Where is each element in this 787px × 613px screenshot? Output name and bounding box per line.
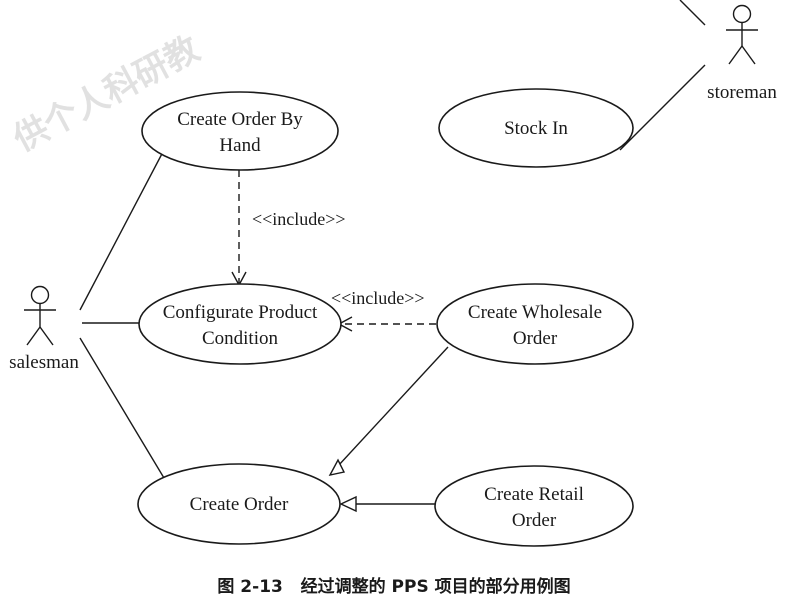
association-salesman-create-order-by-hand: [79, 147, 166, 311]
hollow-triangle-arrowhead: [339, 495, 357, 513]
use-case-label: Hand: [219, 135, 261, 156]
include-label-2: <<include>>: [331, 288, 425, 308]
association-salesman-create-order: [79, 337, 165, 479]
actor-name-storeman: storeman: [707, 82, 777, 103]
actor-name-salesman: salesman: [9, 352, 79, 373]
use-case-label: Condition: [202, 328, 279, 349]
association-storeman-stock-in: [619, 64, 706, 151]
association-storeman-offscreen: [679, 0, 706, 26]
include-relation-1: <<include>>: [231, 170, 346, 287]
generalization-wholesale: [328, 346, 449, 477]
stick-figure-icon: [726, 4, 758, 65]
use-case-label: Order: [513, 328, 558, 349]
use-case-configurate-product-condition: Configurate Product Condition: [138, 283, 342, 365]
use-case-label: Create Order By: [177, 109, 303, 130]
actor-salesman: salesman: [9, 285, 79, 373]
use-case-create-retail-order: Create Retail Order: [434, 465, 634, 547]
hollow-triangle-arrowhead: [328, 458, 346, 477]
use-case-label: Configurate Product: [163, 302, 318, 323]
use-case-label: Create Order: [190, 494, 289, 515]
use-case-create-order: Create Order: [137, 463, 341, 545]
use-case-label: Order: [512, 510, 557, 531]
generalization-retail: [339, 495, 435, 513]
association-lines: [79, 0, 706, 479]
include-label-1: <<include>>: [252, 209, 346, 229]
figure-caption: 图 2-13 经过调整的 PPS 项目的部分用例图: [217, 576, 570, 597]
use-case-create-wholesale-order: Create Wholesale Order: [436, 283, 634, 365]
use-case-stock-in: Stock In: [438, 88, 634, 168]
use-case-label: Stock In: [504, 118, 568, 139]
stick-figure-icon: [24, 285, 56, 346]
use-case-create-order-by-hand: Create Order By Hand: [141, 91, 339, 171]
use-case-label: Create Retail: [484, 484, 584, 505]
use-case-label: Create Wholesale: [468, 302, 602, 323]
include-relation-2: <<include>>: [331, 288, 436, 332]
actor-storeman: storeman: [707, 4, 777, 103]
